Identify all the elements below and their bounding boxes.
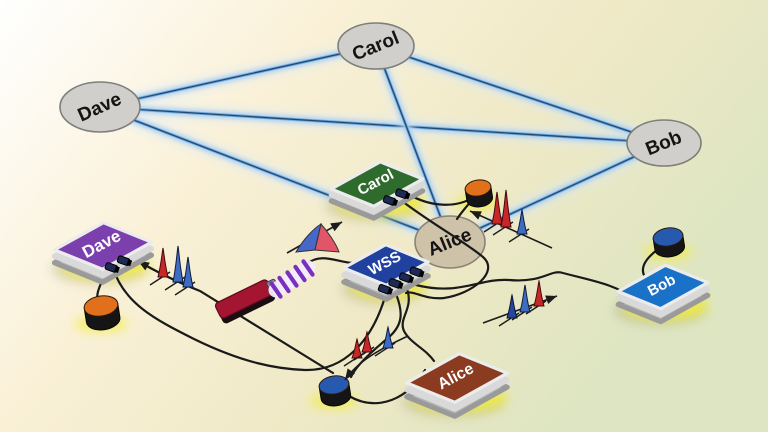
module-wss: WSS bbox=[341, 243, 431, 302]
port-tip bbox=[408, 276, 415, 284]
pulse-peak-darkblue bbox=[506, 293, 518, 319]
network-node-alice: Alice bbox=[414, 215, 486, 269]
port-tip bbox=[126, 259, 133, 267]
port-tip bbox=[404, 192, 411, 200]
spool-dave bbox=[83, 295, 121, 331]
fiber-carol-alice-loop bbox=[396, 196, 490, 300]
pulse-peak-red bbox=[491, 191, 503, 225]
port-tip bbox=[392, 199, 399, 207]
channels-dave bbox=[149, 245, 196, 296]
comb-bar bbox=[293, 264, 307, 283]
module-port-carol-1 bbox=[382, 195, 399, 207]
network-edge-carol-alice bbox=[369, 39, 457, 249]
fiber-wss-to-bob bbox=[414, 271, 638, 302]
spool-bob bbox=[652, 227, 685, 258]
module-dave: Dave bbox=[51, 221, 155, 285]
module-port-dave-1 bbox=[104, 262, 120, 274]
fiber-path bbox=[396, 196, 490, 300]
comb-bar bbox=[285, 270, 299, 288]
fiber-wss-to-alicebox bbox=[401, 287, 436, 363]
node-ellipse-carol bbox=[337, 22, 415, 70]
channel-axis bbox=[469, 210, 553, 249]
module-top bbox=[616, 263, 710, 311]
node-ellipse-alice bbox=[414, 215, 486, 269]
module-top bbox=[52, 221, 154, 271]
comb-bar bbox=[277, 275, 291, 294]
node-ellipse-dave bbox=[59, 81, 141, 133]
module-top bbox=[405, 352, 509, 404]
spool-top bbox=[83, 295, 119, 317]
pulse-peak-blue bbox=[182, 256, 194, 288]
pulse-peak-red bbox=[157, 247, 169, 278]
module-port-carol-2 bbox=[395, 188, 411, 200]
channels-alice bbox=[469, 189, 553, 249]
network-edge-dave-carol bbox=[93, 39, 383, 114]
pulse-peak-red bbox=[361, 330, 373, 353]
channel-arrow-icon bbox=[345, 368, 355, 380]
channels-south bbox=[343, 325, 409, 381]
pulse-annotation-layer bbox=[149, 189, 558, 381]
pulse-peak-blue bbox=[382, 325, 394, 349]
module-port-wss-2 bbox=[388, 278, 404, 289]
module-top bbox=[342, 243, 430, 287]
module-port-dave-2 bbox=[116, 255, 133, 267]
spool-south bbox=[318, 375, 352, 407]
channel-arrow-icon bbox=[545, 295, 557, 304]
broadband-spectrum bbox=[286, 221, 343, 254]
module-port-wss-4 bbox=[409, 266, 425, 278]
network-edge-dave-bob bbox=[93, 100, 671, 150]
spool-top bbox=[318, 375, 350, 395]
spool-top bbox=[652, 227, 684, 247]
edge-stroke bbox=[375, 45, 451, 243]
fiber-bobspool-to-bob bbox=[641, 248, 659, 279]
port-tip bbox=[387, 287, 394, 295]
module-bob: Bob bbox=[615, 263, 711, 325]
channels-bob bbox=[482, 279, 558, 327]
spool-top bbox=[464, 179, 492, 197]
edge-stroke bbox=[449, 142, 665, 243]
spool-alice bbox=[464, 179, 493, 208]
network-edge-carol-bob bbox=[369, 39, 671, 150]
pulse-peak-red bbox=[533, 279, 545, 307]
fiber-path bbox=[401, 287, 436, 363]
pulse-comb bbox=[268, 259, 316, 299]
channel-axis bbox=[482, 295, 558, 324]
module-port-wss-3 bbox=[398, 272, 415, 284]
module-top bbox=[329, 160, 425, 208]
network-node-carol: Carol bbox=[337, 22, 415, 70]
fiber-path bbox=[414, 271, 638, 302]
edge-stroke bbox=[375, 45, 665, 144]
edge-stroke bbox=[99, 106, 665, 144]
spool-layer bbox=[83, 179, 685, 407]
comb-bar bbox=[269, 281, 283, 299]
pulse-peak-red bbox=[500, 189, 512, 228]
pulse-peak-blue bbox=[516, 208, 528, 235]
pulse-peak-red bbox=[351, 337, 363, 359]
spectrum-red-wing bbox=[314, 222, 340, 253]
comb-bar bbox=[301, 259, 315, 277]
network-node-dave: Dave bbox=[59, 81, 141, 133]
port-tip bbox=[114, 266, 120, 274]
module-alice: Alice bbox=[404, 352, 510, 419]
network-edge-bob-alice bbox=[443, 136, 671, 249]
pulse-peak-blue bbox=[172, 245, 184, 283]
fiber-path bbox=[641, 248, 659, 279]
edge-stroke bbox=[99, 45, 377, 108]
spectrum-arrow-icon bbox=[330, 222, 342, 232]
pulse-peak-blue bbox=[519, 284, 531, 313]
channel-arrow-icon bbox=[470, 211, 482, 220]
port-tip bbox=[397, 281, 404, 289]
module-carol: Carol bbox=[328, 160, 426, 221]
node-ellipse-bob bbox=[626, 119, 702, 167]
port-tip bbox=[418, 270, 425, 278]
network-node-bob: Bob bbox=[626, 119, 702, 167]
module-port-wss-1 bbox=[377, 283, 394, 295]
